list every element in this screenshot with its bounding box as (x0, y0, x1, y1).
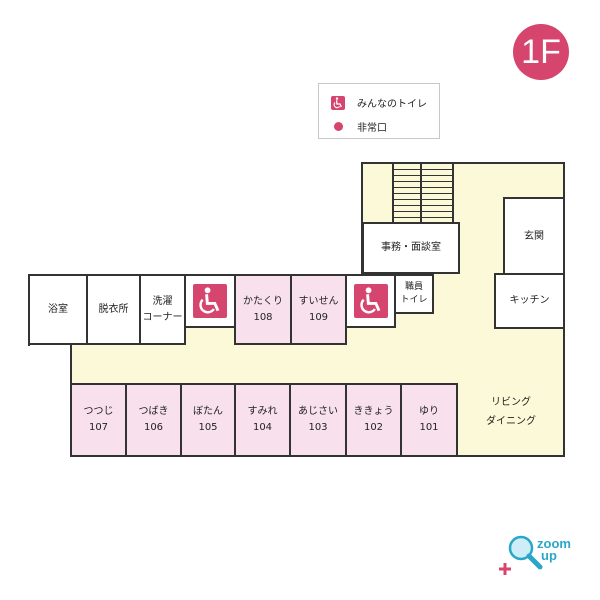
room-office-label: 事務・面談室 (381, 242, 441, 253)
zoom-up-label: zoom up (537, 536, 571, 563)
wheelchair-icon (353, 284, 388, 318)
bedroom-102: ききょう 102 (345, 383, 402, 457)
bedroom-number: 107 (88, 422, 109, 433)
bedroom-name: かたくり (243, 295, 283, 307)
emergency-exit-dot-icon (334, 122, 343, 131)
bedroom-name: ぼたん (193, 406, 223, 417)
room-kitchen-label: キッチン (509, 295, 550, 306)
bedroom-106: つばき 106 (125, 383, 182, 457)
bedroom-name: ききょう (353, 406, 394, 417)
bedroom-number: 102 (363, 422, 384, 433)
wall (361, 162, 363, 276)
bedroom-107: つつじ 107 (70, 383, 127, 457)
room-dressing: 脱衣所 (86, 274, 141, 345)
bedroom-number: 103 (308, 422, 328, 433)
living-label: リビング (491, 397, 531, 408)
magnifier-icon (499, 535, 543, 575)
room-kitchen: キッチン (494, 273, 565, 329)
bedroom-number: 104 (252, 422, 273, 433)
accessible-toilet-2 (345, 274, 396, 328)
legend-emergency-exit-label: 非常口 (357, 123, 387, 134)
bedroom-name: つばき (138, 406, 169, 417)
bedroom-108: かたくり 108 (234, 274, 292, 345)
stairs (392, 163, 454, 223)
room-bath: 浴室 (30, 276, 88, 345)
bedroom-number: 108 (253, 311, 273, 323)
bedroom-101: ゆり 101 (400, 383, 458, 457)
legend-accessible-toilet: みんなのトイレ (331, 95, 427, 110)
room-staff-toilet-label-line2: トイレ (400, 295, 428, 305)
room-office: 事務・面談室 (362, 222, 460, 274)
room-laundry-label-line2: コーナー (142, 311, 183, 323)
room-bath-label: 浴室 (48, 303, 68, 315)
bedroom-name: つつじ (83, 406, 114, 417)
bedroom-103: あじさい 103 (289, 383, 347, 457)
bedroom-name: すいせん (298, 295, 339, 307)
bedroom-number: 101 (419, 422, 439, 433)
room-dressing-label: 脱衣所 (98, 303, 129, 315)
legend-accessible-toilet-label: みんなのトイレ (357, 99, 427, 110)
room-staff-toilet-label-line1: 職員 (404, 281, 423, 292)
room-entrance-label: 玄関 (524, 231, 544, 242)
wheelchair-icon (193, 284, 227, 318)
legend: みんなのトイレ 非常口 (318, 83, 440, 139)
room-entrance: 玄関 (503, 197, 565, 277)
bedroom-104: すみれ 104 (234, 383, 291, 457)
bedroom-number: 105 (198, 422, 218, 433)
room-laundry: 洗濯 コーナー (139, 274, 186, 345)
bedroom-number: 109 (308, 311, 329, 323)
bedroom-105: ぼたん 105 (180, 383, 236, 457)
accessible-toilet-1 (184, 274, 236, 328)
floor-badge: 1F (513, 24, 569, 80)
wall (28, 274, 30, 346)
zoom-label-line1: zoom (537, 536, 571, 551)
living-dining-area: リビング ダイニング (466, 393, 556, 431)
legend-emergency-exit: 非常口 (331, 119, 387, 134)
room-laundry-label-line1: 洗濯 (152, 295, 173, 307)
dining-label: ダイニング (486, 416, 536, 427)
bedroom-name: あじさい (298, 406, 338, 417)
zoom-label-line2: up (541, 548, 557, 563)
bedroom-name: ゆり (419, 406, 439, 417)
bedroom-name: すみれ (247, 406, 278, 417)
wall (361, 162, 565, 164)
zoom-up-button[interactable]: zoom up (494, 532, 584, 580)
bedroom-number: 106 (143, 422, 164, 433)
bedroom-109: すいせん 109 (290, 274, 347, 345)
room-staff-toilet: 職員 トイレ (394, 274, 434, 314)
wheelchair-icon (331, 95, 345, 110)
